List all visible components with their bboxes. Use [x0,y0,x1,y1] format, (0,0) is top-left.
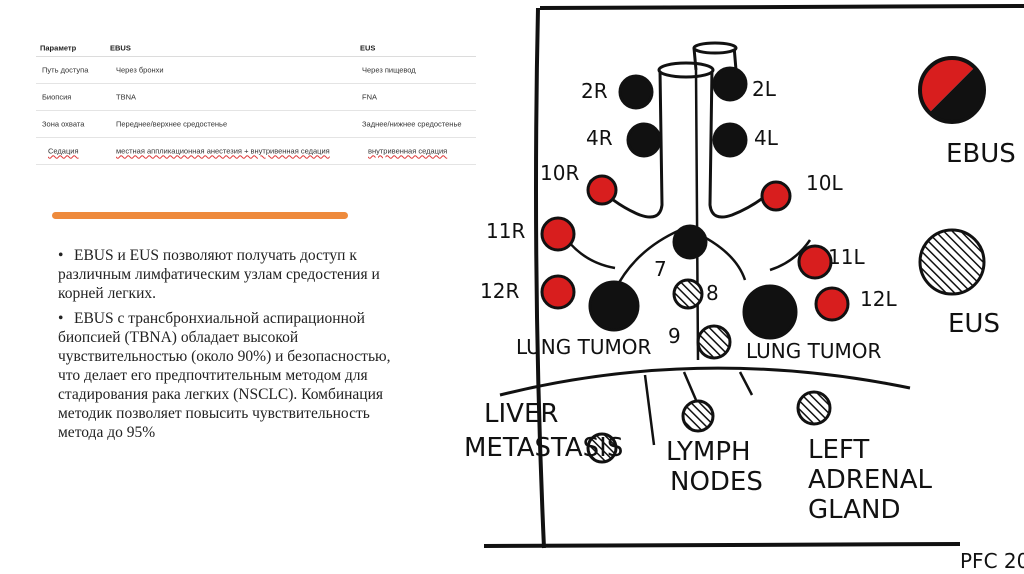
legend-eus-icon [920,230,984,294]
node-8-icon [674,280,702,308]
table-cell: Зона охвата [42,120,84,129]
tumor-label-right: LUNG TUMOR [746,339,881,363]
table-header-cell: Параметр [40,44,76,53]
node-12l-icon [816,288,848,320]
table-cell: Седация [48,147,79,156]
table-cell: местная аппликационная анестезия + внутр… [116,147,330,156]
node-label-4l: 4L [754,126,779,150]
node-label-11l: 11L [828,245,865,269]
abdominal-lymph-node-icon [683,401,713,431]
table-cell: Через пищевод [362,66,416,75]
node-11r-icon [542,218,574,250]
legend-ebus-icon [920,58,984,122]
node-label-12l: 12L [860,287,897,311]
frame-top [540,6,1024,8]
node-label-7: 7 [654,257,667,281]
node-label-11r: 11R [486,219,525,243]
node-9-icon [698,326,730,358]
table-cell: Путь доступа [42,66,88,75]
bullet-dot-icon: • [58,309,74,328]
signature: PFC 20 [960,549,1024,573]
node-2l-icon [714,68,746,100]
table-cell: Переднее/верхнее средостенье [116,120,227,129]
table-header-row: Параметр EBUS EUS [36,40,476,57]
left-adrenal-icon [798,392,830,424]
frame-left [536,8,544,548]
adrenal-label: ADRENAL [808,465,933,495]
table-header-cell: EUS [360,44,375,53]
node-label-2r: 2R [581,79,608,103]
node-label-12r: 12R [480,279,519,303]
comparison-table: Параметр EBUS EUS Путь доступа Через бро… [36,40,476,165]
node-12r-icon [542,276,574,308]
frame-bottom [484,544,960,546]
node-10r-icon [588,176,616,204]
table-cell: TBNA [116,93,136,102]
table-cell: Через бронхи [116,66,164,75]
trachea-top [659,63,713,77]
table-row: Зона охвата Переднее/верхнее средостенье… [36,111,476,138]
table-row: Седация местная аппликационная анестезия… [36,138,476,165]
node-label-10l: 10L [806,171,843,195]
node-label-8: 8 [706,281,719,305]
bullet-item: •EBUS и EUS позволяют получать доступ к … [58,246,410,303]
bullet-dot-icon: • [58,246,74,265]
tumor-label-left: LUNG TUMOR [516,335,651,359]
bullet-text: EBUS и EUS позволяют получать доступ к р… [58,247,380,302]
node-label-2l: 2L [752,77,777,101]
lymph-label: LYMPH [666,437,751,467]
table-cell: внутривенная седация [368,147,447,156]
bullet-list: •EBUS и EUS позволяют получать доступ к … [58,246,410,448]
tumor-left-icon [590,282,638,330]
node-label-9: 9 [668,324,681,348]
tumor-right-icon [744,286,796,338]
node-label-4r: 4R [586,126,613,150]
left-label: LEFT [808,435,869,465]
legend-eus-label: EUS [948,309,1000,339]
legend-ebus-label: EBUS [946,139,1016,169]
node-7-icon [674,226,706,258]
metastasis-label: METASTASIS [464,433,623,463]
diaphragm [500,368,910,395]
node-2r-icon [620,76,652,108]
liver-label: LIVER [484,399,558,429]
gland-label: GLAND [808,495,901,525]
node-11l-icon [799,246,831,278]
table-cell: FNA [362,93,377,102]
node-4r-icon [628,124,660,156]
bullet-text: EBUS с трансбронхиальной аспирационной б… [58,310,390,441]
bullet-item: •EBUS с трансбронхиальной аспирационной … [58,309,410,442]
esophagus-top [694,43,736,53]
node-10l-icon [762,182,790,210]
table-cell: Биопсия [42,93,71,102]
table-row: Путь доступа Через бронхи Через пищевод [36,57,476,84]
orange-divider [52,212,348,219]
table-header-cell: EBUS [110,44,131,53]
lymph-nodes [542,58,984,462]
mediastinal-nodes-diagram: 2R 2L 4R 4L 10R 10L 11R 11L 12R 12L 7 8 … [440,0,1024,574]
table-row: Биопсия TBNA FNA [36,84,476,111]
node-4l-icon [714,124,746,156]
node-label-10r: 10R [540,161,579,185]
nodes-label: NODES [670,467,763,497]
